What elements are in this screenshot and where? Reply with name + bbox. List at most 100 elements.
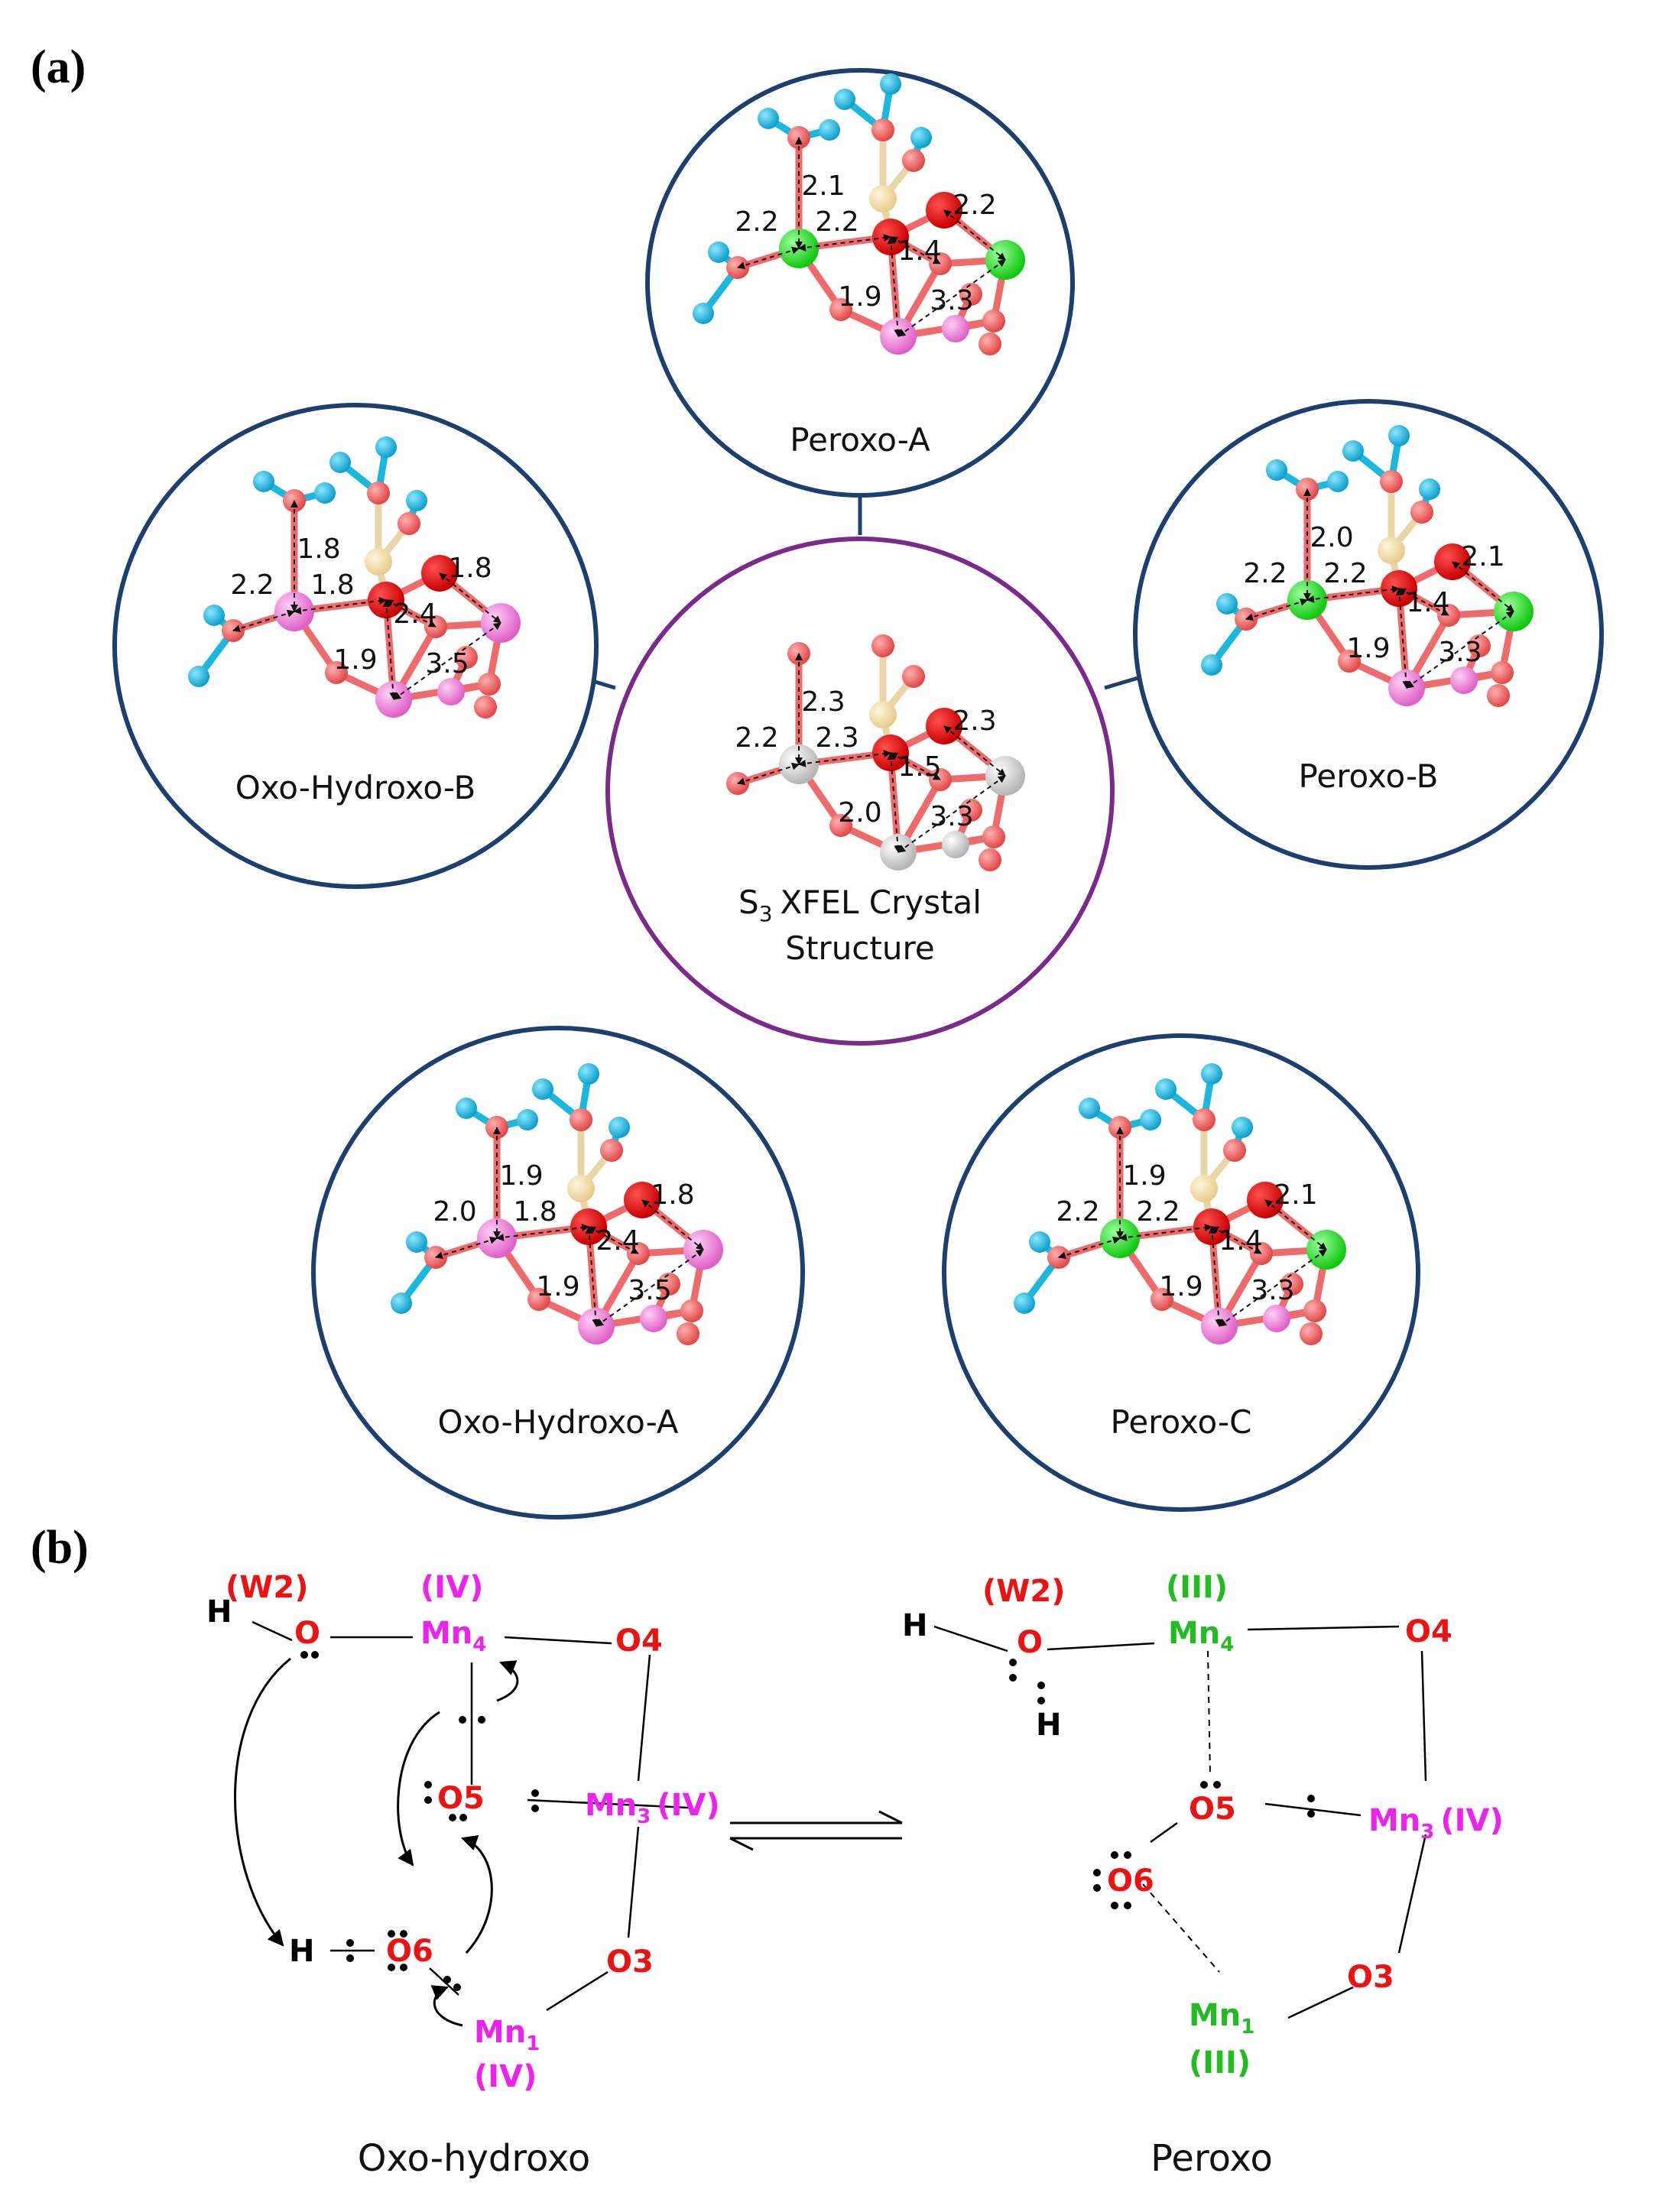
caption-s3-subscript: 3: [759, 901, 773, 926]
distance-label: 1.8: [448, 553, 492, 584]
oxygen-atom: [902, 665, 925, 688]
scheme-right-H-w2b: H: [1036, 1708, 1061, 1743]
oxygen-atom: [570, 1108, 592, 1131]
distance-label: 2.0: [838, 797, 881, 829]
distance-label: 1.9: [536, 1271, 579, 1302]
oxygen-atom: [367, 482, 390, 504]
scheme-oxo-hydroxo: H (W2) O (IV) Mn4 O4 O5 Mn3(IV) H O6 O3 …: [206, 1570, 720, 2180]
distance-line: [737, 246, 800, 270]
scheme-right-O6: O6: [1107, 1863, 1154, 1899]
distance-label: 1.9: [1346, 633, 1390, 664]
distance-label: 2.2: [1323, 558, 1367, 589]
manganese-atom: [1263, 1305, 1290, 1332]
manganese-atom: [942, 315, 969, 342]
caption-s3-xfel: S3 XFEL Crystal: [738, 884, 982, 926]
panel-b-label: (b): [31, 1522, 89, 1574]
distance-label: 1.9: [499, 1160, 543, 1192]
panel-a-label: (a): [31, 41, 86, 93]
oxygen-atom: [829, 814, 852, 837]
hydrogen-atom: [391, 1292, 412, 1314]
caption-structure: Structure: [785, 929, 934, 967]
oxygen-atom: [871, 118, 894, 141]
distance-label: 2.0: [1310, 522, 1353, 553]
scheme-right-mn4: Mn4: [1168, 1616, 1234, 1656]
scheme-left-w2-label: (W2): [226, 1570, 309, 1605]
oxygen-atom: [474, 696, 497, 718]
hydrogen-atom: [819, 119, 840, 141]
oxygen-atom: [1338, 650, 1361, 673]
scheme-right-mn1-el: Mn: [1189, 1998, 1241, 2033]
distance-label: 2.2: [815, 206, 858, 238]
scheme-left-bonds: [252, 1620, 689, 2012]
equilibrium-arrow: [729, 1810, 903, 1851]
distance-label: 3.3: [1438, 637, 1482, 668]
scheme-right-mn3-el: Mn: [1368, 1803, 1420, 1838]
scheme-right-mn3-ox: (IV): [1440, 1803, 1503, 1838]
hydrogen-atom: [1201, 654, 1222, 676]
distance-line: [1058, 1236, 1121, 1260]
distance-line: [1406, 611, 1514, 689]
hydrogen-atom: [532, 1078, 553, 1100]
scheme-left-H-6: H: [289, 1934, 314, 1969]
hydrogen-atom: [375, 436, 397, 458]
calcium-atom: [567, 1175, 595, 1202]
oxygen-atom: [1410, 501, 1433, 524]
scheme-left-mn4-sub: 4: [472, 1633, 486, 1656]
distance-line: [737, 762, 800, 786]
scheme-right-O-w2: O: [1017, 1625, 1043, 1660]
scheme-left-mn1-sub: 1: [526, 2032, 540, 2055]
caption-s3-main: XFEL Crystal: [781, 884, 982, 921]
distance-label: 3.3: [930, 285, 973, 316]
caption-s3-prefix: S: [738, 884, 759, 921]
distance-line: [1119, 1224, 1212, 1241]
scheme-left-caption: Oxo-hydroxo: [358, 2137, 590, 2180]
hydrogen-atom: [708, 242, 729, 263]
scheme-left-mn1: Mn1: [474, 2015, 540, 2055]
hydrogen-atom: [578, 1063, 599, 1085]
scheme-right-w2-label: (W2): [982, 1574, 1066, 1609]
scheme-left-mn1-el: Mn: [474, 2015, 526, 2050]
hydrogen-atom: [517, 1109, 538, 1130]
distance-label: 2.3: [815, 722, 858, 754]
manganese-atom: [640, 1305, 667, 1332]
distance-line: [1245, 598, 1308, 621]
hydrogen-atom: [1327, 471, 1349, 492]
hydrogen-atom: [693, 303, 714, 324]
hydrogen-atom: [1029, 1231, 1050, 1253]
distance-label: 2.1: [1274, 1179, 1317, 1211]
scheme-left-lone-pairs: [300, 1651, 539, 1991]
oxygen-atom: [325, 661, 348, 684]
oxygen-atom: [677, 1322, 699, 1345]
scheme-left-mn3-sub: 3: [637, 1805, 651, 1828]
oxygen-atom: [902, 149, 925, 172]
oxygen-atom: [979, 332, 1001, 355]
scheme-right-O4: O4: [1405, 1614, 1452, 1649]
scheme-left-O5: O5: [437, 1781, 485, 1816]
distance-line: [798, 750, 891, 767]
hydrogen-atom: [758, 108, 779, 129]
hydrogen-atom: [1232, 1117, 1253, 1138]
distance-label: 1.5: [897, 751, 941, 783]
oxygen-atom: [478, 673, 501, 696]
scheme-left-mn1-ox: (IV): [474, 2059, 537, 2094]
manganese-atom: [437, 678, 465, 705]
hydrogen-atom: [1079, 1098, 1100, 1119]
distance-label: 2.4: [596, 1225, 639, 1257]
oxygen-atom: [1223, 1139, 1246, 1162]
calcium-atom: [1190, 1175, 1218, 1202]
hydrogen-atom: [253, 471, 274, 492]
scheme-left-arrows: [234, 1657, 519, 2027]
hydrogen-atom: [406, 1231, 427, 1253]
structure-ring: [942, 1033, 1420, 1512]
manganese-atom: [942, 831, 969, 858]
distance-label: 2.2: [1056, 1196, 1099, 1228]
hydrogen-atom: [1140, 1109, 1161, 1130]
scheme-left-mn4-el: Mn: [420, 1616, 472, 1651]
